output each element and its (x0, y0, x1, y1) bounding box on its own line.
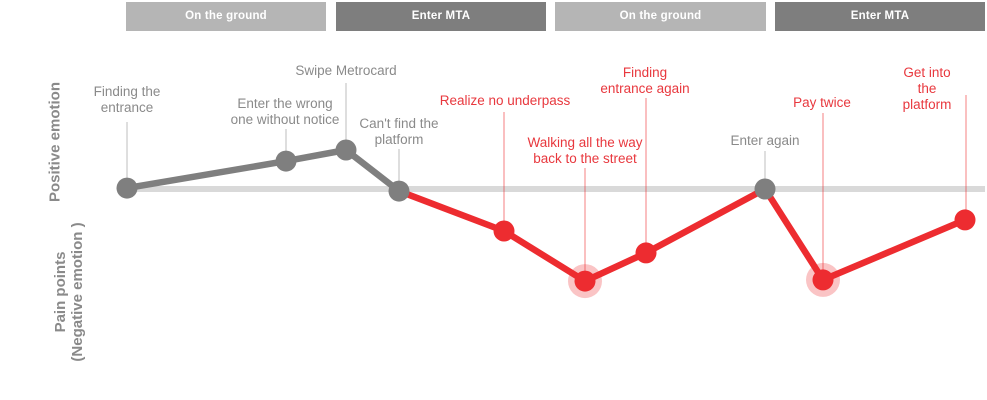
point-label: Get into the platform (902, 65, 952, 112)
journey-segment (123, 157, 290, 192)
journey-segment (581, 249, 650, 285)
journey-point (812, 269, 834, 291)
journey-point (754, 178, 776, 200)
axis-negative-label: Pain points (Negative emotion ) (52, 222, 86, 362)
phase-bar: Enter MTA (336, 2, 546, 31)
phase-bar: On the ground (555, 2, 766, 31)
point-label: Can't find the platform (359, 116, 439, 147)
axis-positive-label: Positive emotion (46, 81, 64, 203)
journey-point (275, 150, 297, 172)
journey-segment (642, 185, 769, 257)
journey-point (574, 270, 596, 292)
point-label: Realize no underpass (439, 93, 571, 108)
point-label: Finding the entrance (93, 84, 161, 115)
phase-bar: On the ground (126, 2, 326, 31)
journey-segment (395, 187, 508, 235)
journey-point (954, 209, 976, 231)
journey-segment (342, 146, 403, 195)
journey-point (635, 242, 657, 264)
journey-point (116, 177, 138, 199)
point-label: Enter again (730, 133, 800, 148)
journey-segment (819, 216, 969, 284)
journey-point (335, 139, 357, 161)
journey-point (493, 220, 515, 242)
point-label: Finding entrance again (600, 65, 690, 96)
point-label: Enter the wrong one without notice (230, 96, 340, 127)
point-label: Walking all the way back to the street (527, 135, 643, 166)
point-label: Pay twice (793, 95, 851, 110)
journey-segment (761, 185, 827, 284)
phase-bar: Enter MTA (775, 2, 985, 31)
point-label: Swipe Metrocard (295, 63, 397, 78)
journey-point (388, 180, 410, 202)
journey-segment (500, 227, 589, 285)
